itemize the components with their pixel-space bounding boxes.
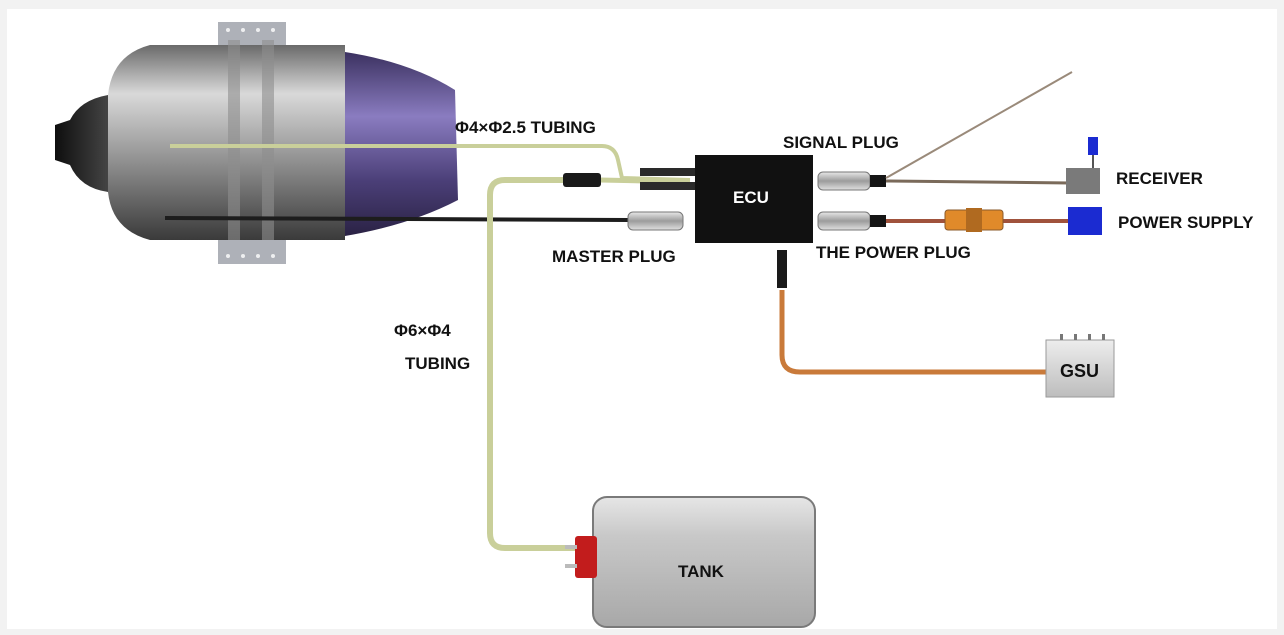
power-supply-box (1068, 207, 1102, 235)
power-plug-connector (817, 211, 871, 231)
master-cable (164, 216, 629, 222)
small-fuel-tube (170, 144, 691, 182)
jet-engine (55, 22, 458, 264)
gsu-box (1045, 339, 1115, 398)
tank-fuel-fitting (575, 536, 597, 578)
engine-body (108, 45, 345, 240)
receiver-label: RECEIVER (1116, 169, 1203, 188)
signal-wire (885, 179, 1071, 185)
engine-nose (55, 95, 108, 192)
power-plug-label: THE POWER PLUG (816, 243, 971, 262)
large-tubing-spec-label: Φ6×Φ4 (394, 321, 451, 340)
master-plug-label: MASTER PLUG (552, 247, 676, 266)
signal-plug-connector (817, 171, 871, 191)
ecu-label: ECU (733, 188, 769, 207)
master-plug-connector (627, 211, 684, 231)
small-tubing-label: Φ4×Φ2.5 TUBING (455, 118, 596, 137)
tube-fitting (563, 173, 601, 187)
receiver-antenna (885, 71, 1073, 179)
power-supply-label: POWER SUPPLY (1118, 213, 1254, 232)
tank-label: TANK (678, 562, 724, 581)
large-fuel-tube (487, 177, 590, 551)
receiver-box (1066, 168, 1100, 194)
gsu-label: GSU (1060, 361, 1100, 381)
large-tubing-label: TUBING (405, 354, 471, 373)
gsu-cable (779, 290, 1048, 375)
signal-plug-label: SIGNAL PLUG (783, 133, 899, 152)
ecu-box (695, 155, 813, 243)
